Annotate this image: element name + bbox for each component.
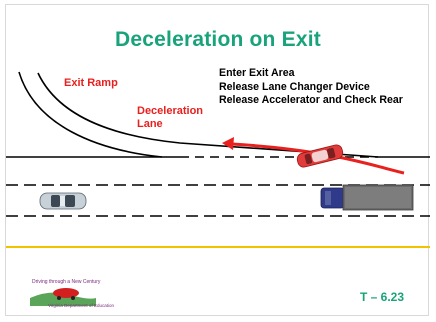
logo-footer: Virginia Department of Education [48, 303, 114, 308]
deceleration-lane-label: Deceleration Lane [137, 105, 204, 130]
slide-title: Deceleration on Exit [115, 28, 321, 51]
exit-path-arrow [231, 142, 405, 175]
instruction-item: Enter Exit Area [219, 67, 295, 79]
exit-ramp-label: Exit Ramp [64, 77, 118, 89]
silver-car-icon [39, 192, 87, 210]
arrow-head-icon [222, 137, 234, 150]
slide-number: T – 6.23 [360, 290, 405, 304]
red-car-icon [296, 144, 344, 168]
red-car-logo-icon [30, 288, 96, 306]
instruction-list: Enter Exit Area Release Lane Changer Dev… [219, 67, 403, 108]
exit-ramp-inner-edge [37, 72, 379, 158]
instruction-item: Release Lane Changer Device [219, 80, 370, 93]
instruction-item: Release Accelerator and Check Rear [219, 94, 403, 106]
slide-frame [5, 4, 429, 316]
logo-text: Driving through a New Century [32, 279, 101, 285]
truck-icon [320, 184, 414, 211]
exit-ramp-outer-edge [18, 71, 163, 158]
